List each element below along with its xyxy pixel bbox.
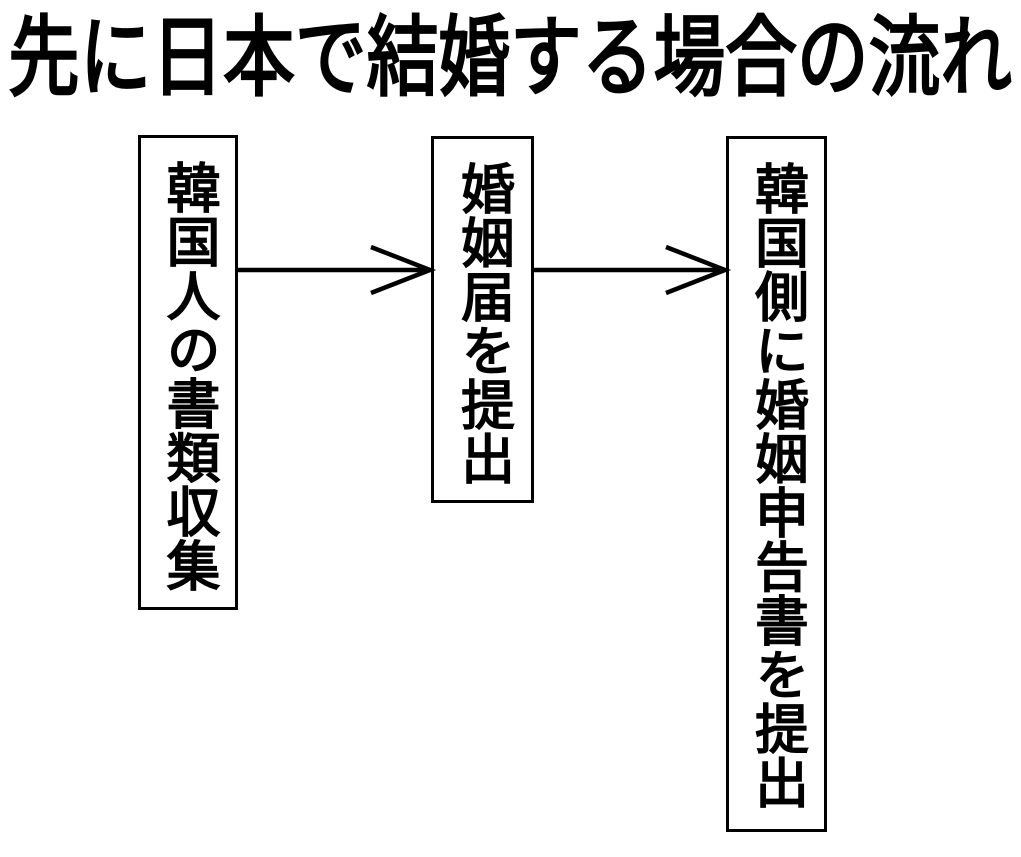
flow-step-label-1: 韓国人の書類収集 (158, 160, 218, 592)
flow-step-box-3: 韓国側に婚姻申告書を提出 (726, 136, 827, 832)
flow-step-box-2: 婚姻届を提出 (431, 136, 534, 503)
page-title: 先に日本で結婚する場合の流れ (8, 8, 1013, 107)
flow-step-label-3: 韓国側に婚姻申告書を提出 (746, 161, 807, 809)
flow-step-box-1: 韓国人の書類収集 (138, 135, 238, 610)
right-arrow-icon (534, 244, 732, 296)
right-arrow-icon (238, 244, 437, 296)
flow-step-label-2: 婚姻届を提出 (452, 161, 513, 485)
